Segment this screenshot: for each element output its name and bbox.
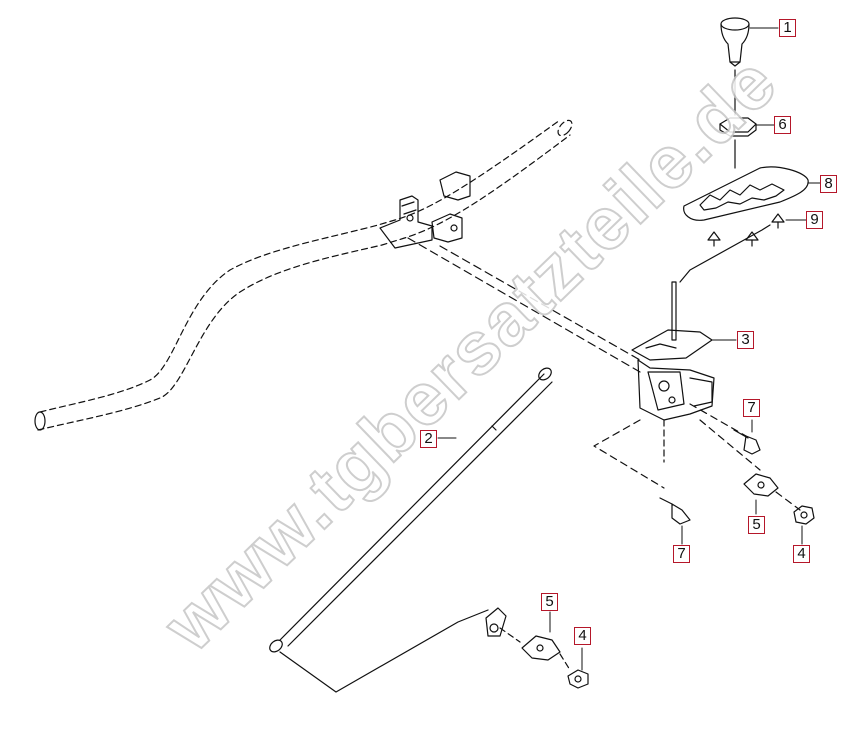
shift-rod — [269, 367, 553, 653]
callout-part-3[interactable]: 3 — [737, 331, 754, 349]
clip-lower — [521, 635, 561, 661]
handlebar-tube — [37, 119, 573, 431]
screw-set — [707, 213, 785, 247]
fastener-guide-lines — [593, 403, 801, 511]
mounting-guide-lines — [407, 237, 641, 373]
callout-part-5-right[interactable]: 5 — [748, 516, 765, 534]
bolt-lower — [659, 497, 691, 525]
clip-right — [743, 473, 779, 497]
callout-part-6[interactable]: 6 — [774, 116, 791, 134]
callout-part-5-lower[interactable]: 5 — [541, 593, 558, 611]
shift-knob — [720, 17, 750, 67]
callout-part-4-lower[interactable]: 4 — [574, 627, 591, 645]
shift-lever-assembly — [631, 281, 715, 463]
bar-clamp-right — [431, 171, 471, 243]
nut-lower — [567, 669, 589, 689]
nut-right — [793, 505, 815, 525]
leader-plate-to-lever — [679, 224, 771, 283]
tube-end-cap — [34, 411, 46, 431]
hex-nut-top — [719, 117, 757, 137]
rod-end-fitting — [485, 607, 507, 637]
callout-part-2[interactable]: 2 — [420, 430, 437, 448]
callout-part-4-right[interactable]: 4 — [793, 545, 810, 563]
bolt-upper — [733, 429, 761, 455]
shift-gate-plate — [683, 166, 809, 221]
bar-clamp-left — [379, 195, 433, 249]
callout-part-8[interactable]: 8 — [820, 175, 837, 193]
callout-part-7-upper[interactable]: 7 — [743, 399, 760, 417]
lower-leader-lines — [279, 609, 571, 693]
callout-leaders — [437, 27, 821, 671]
callout-part-1[interactable]: 1 — [779, 19, 796, 37]
callout-part-9[interactable]: 9 — [806, 211, 823, 229]
callout-part-7-lower[interactable]: 7 — [673, 545, 690, 563]
